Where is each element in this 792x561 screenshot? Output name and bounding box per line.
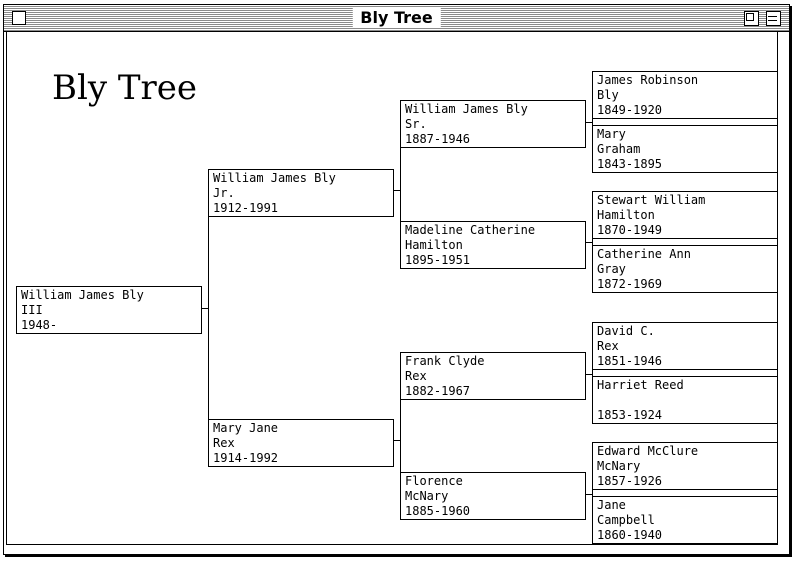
person-box-mother[interactable]: Mary Jane Rex 1914-1992 xyxy=(208,419,394,467)
person-detail: Sr. xyxy=(405,117,427,131)
connector-gen1-vertical xyxy=(208,192,209,442)
person-dates: 1857-1926 xyxy=(597,474,663,488)
person-box-great-grandparent-5[interactable]: David C. Rex 1851-1946 xyxy=(592,322,778,370)
connector-mgm-vertical xyxy=(592,468,593,522)
person-detail: Campbell xyxy=(597,513,655,527)
person-name: Edward McClure xyxy=(597,444,699,458)
connector-pgm-vertical xyxy=(592,216,593,270)
person-detail: Rex xyxy=(213,436,235,450)
person-dates: 1948- xyxy=(21,318,58,332)
person-dates: 1870-1949 xyxy=(597,223,663,237)
person-detail: Rex xyxy=(597,339,619,353)
person-name: Catherine Ann xyxy=(597,247,691,261)
person-name: Madeline Catherine xyxy=(405,223,536,237)
person-box-great-grandparent-3[interactable]: Stewart William Hamilton 1870-1949 xyxy=(592,191,778,239)
zoom-box-icon[interactable] xyxy=(744,11,759,26)
person-box-great-grandparent-1[interactable]: James Robinson Bly 1849-1920 xyxy=(592,71,778,119)
connector-pgf-vertical xyxy=(592,96,593,150)
person-detail: Bly xyxy=(597,88,619,102)
connector-mgm-horizontal xyxy=(585,494,593,495)
person-box-maternal-grandfather[interactable]: Frank Clyde Rex 1882-1967 xyxy=(400,352,586,400)
person-detail: Jr. xyxy=(213,186,235,200)
person-name: William James Bly xyxy=(213,171,336,185)
collapse-box-icon[interactable] xyxy=(766,11,781,26)
tree-title: Bly Tree xyxy=(52,68,198,108)
person-dates: 1853-1924 xyxy=(597,408,663,422)
person-dates: 1860-1940 xyxy=(597,528,663,542)
person-name: William James Bly xyxy=(21,288,144,302)
person-detail xyxy=(597,393,773,408)
person-box-father[interactable]: William James Bly Jr. 1912-1991 xyxy=(208,169,394,217)
person-detail: III xyxy=(21,303,43,317)
window-titlebar[interactable]: Bly Tree xyxy=(4,5,789,32)
person-dates: 1887-1946 xyxy=(405,132,471,146)
person-box-great-grandparent-6[interactable]: Harriet Reed 1853-1924 xyxy=(592,376,778,424)
person-box-great-grandparent-2[interactable]: Mary Graham 1843-1895 xyxy=(592,125,778,173)
connector-root-horizontal xyxy=(201,308,209,309)
person-name: Mary xyxy=(597,127,626,141)
person-name: William James Bly xyxy=(405,102,528,116)
person-dates: 1872-1969 xyxy=(597,277,663,291)
person-detail: McNary xyxy=(405,489,449,503)
connector-mgf-vertical xyxy=(592,348,593,402)
person-dates: 1914-1992 xyxy=(213,451,279,465)
person-dates: 1895-1951 xyxy=(405,253,471,267)
person-box-maternal-grandmother[interactable]: Florence McNary 1885-1960 xyxy=(400,472,586,520)
person-dates: 1885-1960 xyxy=(405,504,471,518)
window-title: Bly Tree xyxy=(352,8,441,28)
person-dates: 1882-1967 xyxy=(405,384,471,398)
person-detail: Hamilton xyxy=(597,208,655,222)
connector-pgm-horizontal xyxy=(585,242,593,243)
person-box-paternal-grandfather[interactable]: William James Bly Sr. 1887-1946 xyxy=(400,100,586,148)
desktop-edge xyxy=(0,4,3,559)
person-name: Mary Jane xyxy=(213,421,279,435)
person-box-paternal-grandmother[interactable]: Madeline Catherine Hamilton 1895-1951 xyxy=(400,221,586,269)
person-detail: Graham xyxy=(597,142,641,156)
person-dates: 1851-1946 xyxy=(597,354,663,368)
person-name: James Robinson xyxy=(597,73,699,87)
person-name: Florence xyxy=(405,474,463,488)
connector-pgf-horizontal xyxy=(585,122,593,123)
person-name: Stewart William xyxy=(597,193,706,207)
person-dates: 1849-1920 xyxy=(597,103,663,117)
person-name: Frank Clyde xyxy=(405,354,485,368)
person-box-great-grandparent-4[interactable]: Catherine Ann Gray 1872-1969 xyxy=(592,245,778,293)
person-detail: Gray xyxy=(597,262,626,276)
connector-mgf-horizontal xyxy=(585,374,593,375)
person-name: Jane xyxy=(597,498,626,512)
person-name: David C. xyxy=(597,324,655,338)
person-box-root[interactable]: William James Bly III 1948- xyxy=(16,286,202,334)
person-detail: Rex xyxy=(405,369,427,383)
connector-mother-vertical xyxy=(400,376,401,496)
person-box-great-grandparent-7[interactable]: Edward McClure McNary 1857-1926 xyxy=(592,442,778,490)
person-detail: Hamilton xyxy=(405,238,463,252)
connector-mother-horizontal xyxy=(393,440,401,441)
connector-father-vertical xyxy=(400,124,401,244)
person-name: Harriet Reed xyxy=(597,378,684,392)
connector-father-horizontal xyxy=(393,190,401,191)
person-dates: 1843-1895 xyxy=(597,157,663,171)
close-box-icon[interactable] xyxy=(12,11,26,25)
person-detail: McNary xyxy=(597,459,641,473)
person-box-great-grandparent-8[interactable]: Jane Campbell 1860-1940 xyxy=(592,496,778,544)
person-dates: 1912-1991 xyxy=(213,201,279,215)
